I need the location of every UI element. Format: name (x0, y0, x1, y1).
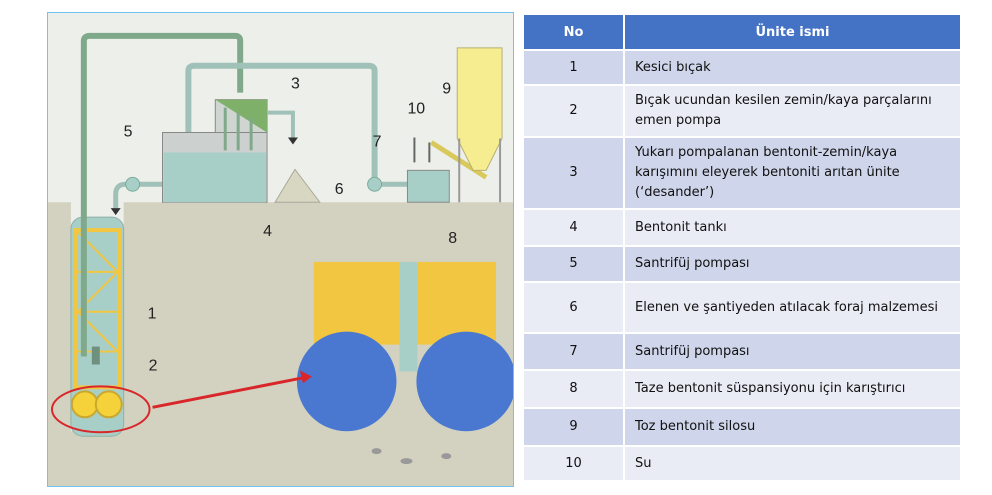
label-6: 6 (335, 181, 344, 198)
row-number: 6 (522, 281, 625, 334)
cutter-wheel (94, 390, 123, 419)
supply-pipe (185, 62, 378, 183)
row-number: 3 (522, 136, 625, 210)
row-number: 5 (522, 245, 625, 283)
label-1: 1 (148, 306, 157, 323)
row-number: 10 (522, 445, 625, 482)
return-pipe (80, 32, 244, 357)
bentonite-tank (163, 152, 267, 203)
row-number: 1 (522, 49, 625, 86)
label-4: 4 (263, 223, 272, 240)
unit-name: Santrifüj pompası (623, 245, 962, 283)
unit-name: Santrifüj pompası (623, 332, 962, 371)
cutter-detail-inset (296, 261, 513, 475)
label-8: 8 (448, 230, 457, 247)
unit-name: Yukarı pompalanan bentonit-zemin/kaya ka… (623, 136, 962, 210)
unit-name: Bıçak ucundan kesilen zemin/kaya parçala… (623, 84, 962, 138)
cutter-wheel (70, 390, 99, 419)
label-9: 9 (442, 81, 451, 98)
header-unit-name: Ünite ismi (623, 13, 962, 51)
suction-pump (91, 346, 100, 365)
unit-name: Kesici bıçak (623, 49, 962, 86)
unit-name: Taze bentonit süspansiyonu için karıştır… (623, 369, 962, 409)
mixer (406, 169, 450, 203)
highlight-circle (50, 385, 151, 434)
highlight-arrow (152, 375, 306, 409)
label-7: 7 (373, 133, 382, 150)
row-number: 2 (522, 84, 625, 138)
trench-cutter-diagram: 1 2 3 4 5 6 7 8 9 10 (47, 12, 514, 487)
desander (215, 99, 268, 133)
row-number: 4 (522, 208, 625, 247)
unit-name: Su (623, 445, 962, 482)
row-number: 8 (522, 369, 625, 409)
label-2: 2 (149, 357, 158, 374)
label-5: 5 (124, 123, 133, 140)
unit-name: Elenen ve şantiyeden atılacak foraj malz… (623, 281, 962, 334)
pump-7 (367, 176, 383, 192)
pump-5 (125, 176, 141, 192)
unit-name: Toz bentonit silosu (623, 407, 962, 447)
label-10: 10 (407, 101, 425, 118)
header-no: No (522, 13, 625, 51)
silo (456, 47, 503, 171)
row-number: 9 (522, 407, 625, 447)
row-number: 7 (522, 332, 625, 371)
label-3: 3 (291, 76, 300, 93)
spoil-pile (274, 168, 321, 203)
unit-name: Bentonit tankı (623, 208, 962, 247)
